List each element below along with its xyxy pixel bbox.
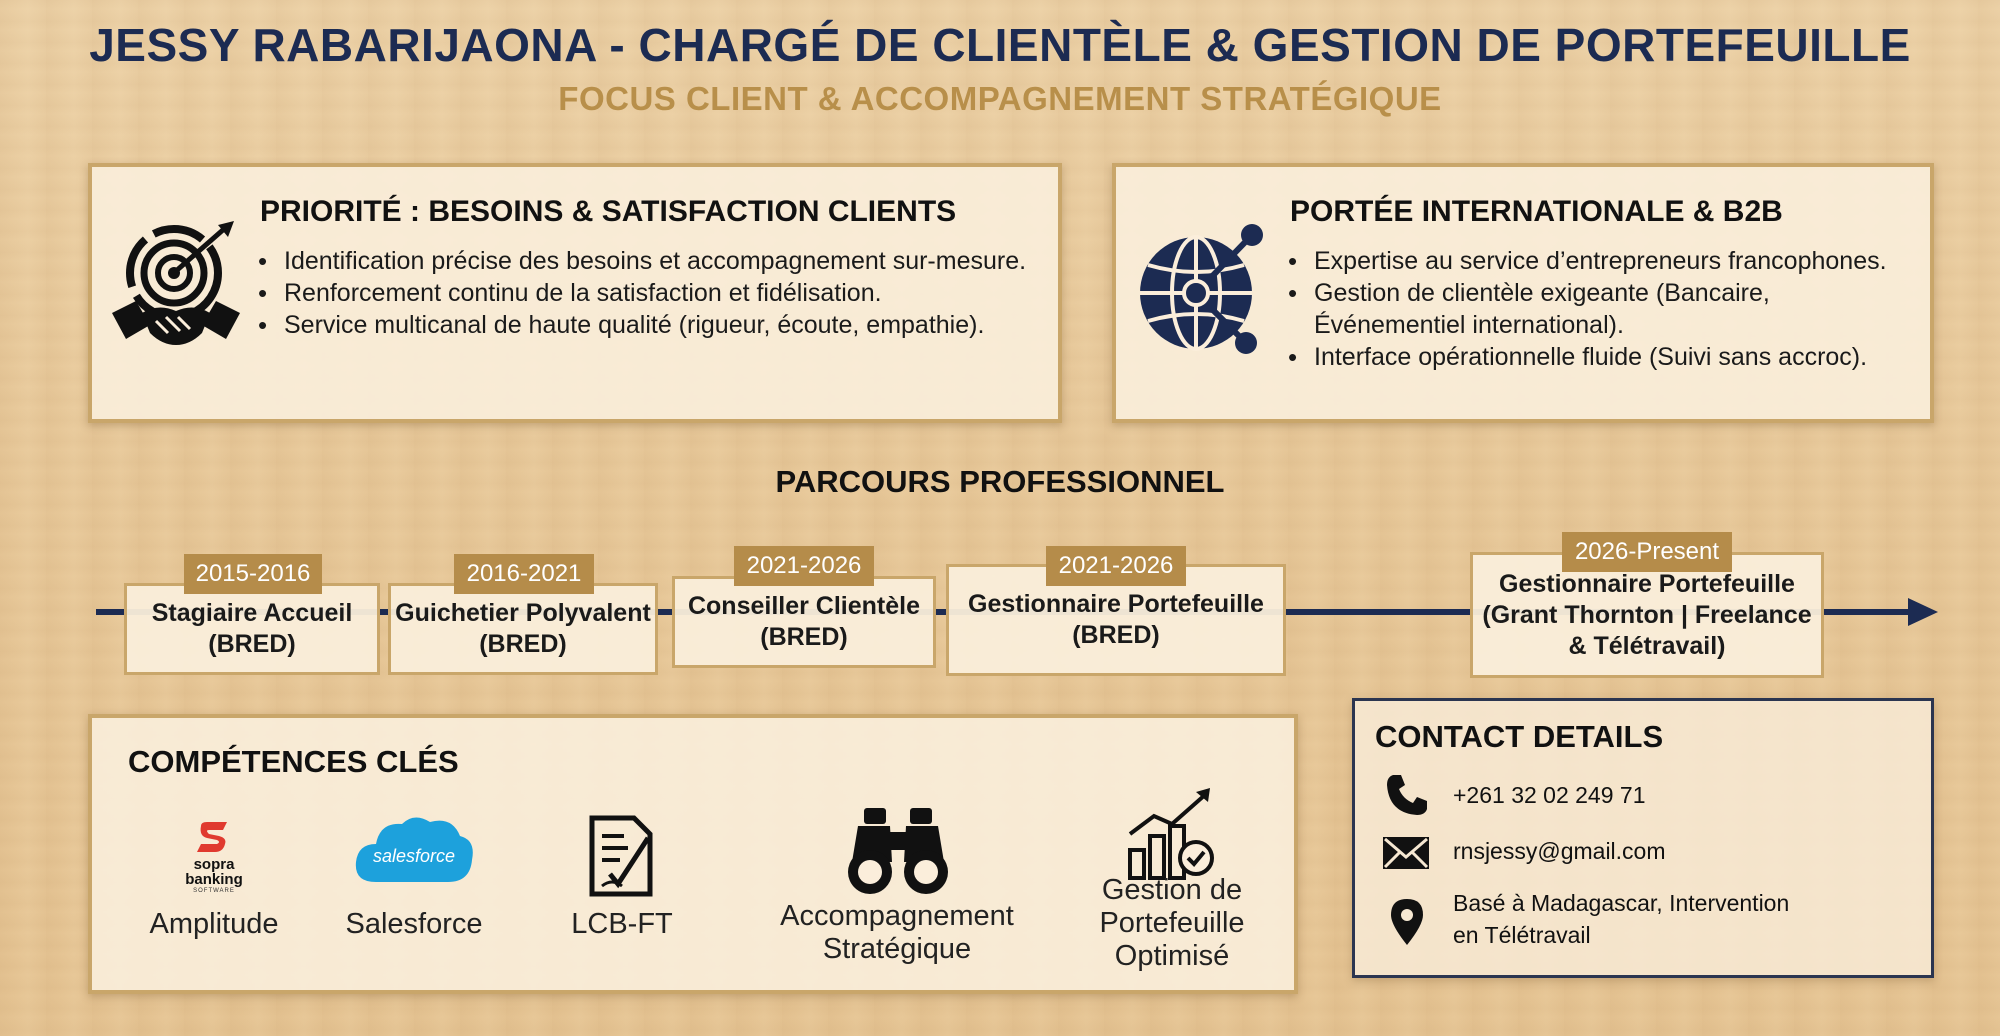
skill-label: Gestion de Portefeuille Optimisé [1099,874,1245,972]
timeline-role: Gestionnaire Portefeuille (BRED) [968,590,1264,649]
international-panel: PORTÉE INTERNATIONALE & B2B Expertise au… [1112,163,1934,423]
checklist-document-icon [589,815,653,897]
international-list: Expertise au service d’entrepreneurs fra… [1286,245,1926,373]
contact-heading: CONTACT DETAILS [1375,719,1664,754]
timeline-date: 2026-Present [1562,532,1732,572]
timeline-heading: PARCOURS PROFESSIONNEL [775,464,1225,499]
timeline-date: 2021-2026 [1046,546,1186,586]
skill-label: Salesforce [345,908,483,940]
sopra-banking-logo-icon: sopra banking SOFTWARE [174,822,254,902]
sopra-logo-text: SOFTWARE [193,888,235,894]
arrow-right-icon [1908,598,1938,626]
timeline-date: 2015-2016 [184,554,322,594]
priorities-panel: PRIORITÉ : BESOINS & SATISFACTION CLIENT… [88,163,1062,423]
timeline-item: Guichetier Polyvalent (BRED) [388,583,658,675]
list-item: Expertise au service d’entrepreneurs fra… [1286,245,1926,277]
timeline-date: 2021-2026 [734,546,874,586]
skill-label: Accompagnement Stratégique [780,900,1014,965]
timeline-role: Guichetier Polyvalent (BRED) [395,599,651,658]
list-item: Service multicanal de haute qualité (rig… [256,309,1046,341]
contact-location: Basé à Madagascar, Intervention en Télét… [1453,890,1790,948]
binoculars-icon [848,808,948,894]
contact-panel: CONTACT DETAILS +261 32 02 249 71 rnsjes… [1352,698,1934,978]
target-handshake-icon [112,221,240,345]
growth-chart-icon [1128,788,1214,880]
skills-panel: COMPÉTENCES CLÉS sopra banking SOFTWARE … [88,714,1298,994]
priorities-list: Identification précise des besoins et ac… [256,245,1046,341]
list-item: Identification précise des besoins et ac… [256,245,1046,277]
phone-icon [1387,775,1427,815]
skill-label: Amplitude [149,908,279,940]
contact-email[interactable]: rnsjessy@gmail.com [1453,838,1666,864]
globe-network-icon [1140,224,1263,354]
timeline-item: Conseiller Clientèle (BRED) [672,576,936,668]
sopra-logo-text: sopra [193,856,235,873]
page-title: JESSY RABARIJAONA - CHARGÉ DE CLIENTÈLE … [89,19,1911,71]
email-icon [1383,837,1429,869]
salesforce-cloud-icon: salesforce [355,817,473,882]
list-item: Interface opérationnelle fluide (Suivi s… [1286,341,1926,373]
sopra-s-icon [197,822,227,852]
list-item: Gestion de clientèle exigeante (Bancaire… [1286,277,1926,341]
timeline-date: 2016-2021 [454,554,594,594]
contact-phone[interactable]: +261 32 02 249 71 [1453,782,1646,808]
list-item: Renforcement continu de la satisfaction … [256,277,1046,309]
skills-heading: COMPÉTENCES CLÉS [128,744,459,779]
timeline-role: Gestionnaire Portefeuille (Grant Thornto… [1482,569,1812,660]
priorities-heading: PRIORITÉ : BESOINS & SATISFACTION CLIENT… [260,195,957,228]
location-pin-icon [1391,899,1423,945]
international-heading: PORTÉE INTERNATIONALE & B2B [1290,195,1783,228]
salesforce-logo-text: salesforce [373,846,455,866]
sopra-logo-text: banking [185,871,243,888]
page-subtitle: FOCUS CLIENT & ACCOMPAGNEMENT STRATÉGIQU… [558,80,1442,117]
timeline-item: Gestionnaire Portefeuille (Grant Thornto… [1470,552,1824,678]
timeline-role: Stagiaire Accueil (BRED) [151,599,353,658]
skill-label: LCB-FT [571,908,673,940]
timeline-item: Stagiaire Accueil (BRED) [124,583,380,675]
timeline-role: Conseiller Clientèle (BRED) [687,592,921,651]
